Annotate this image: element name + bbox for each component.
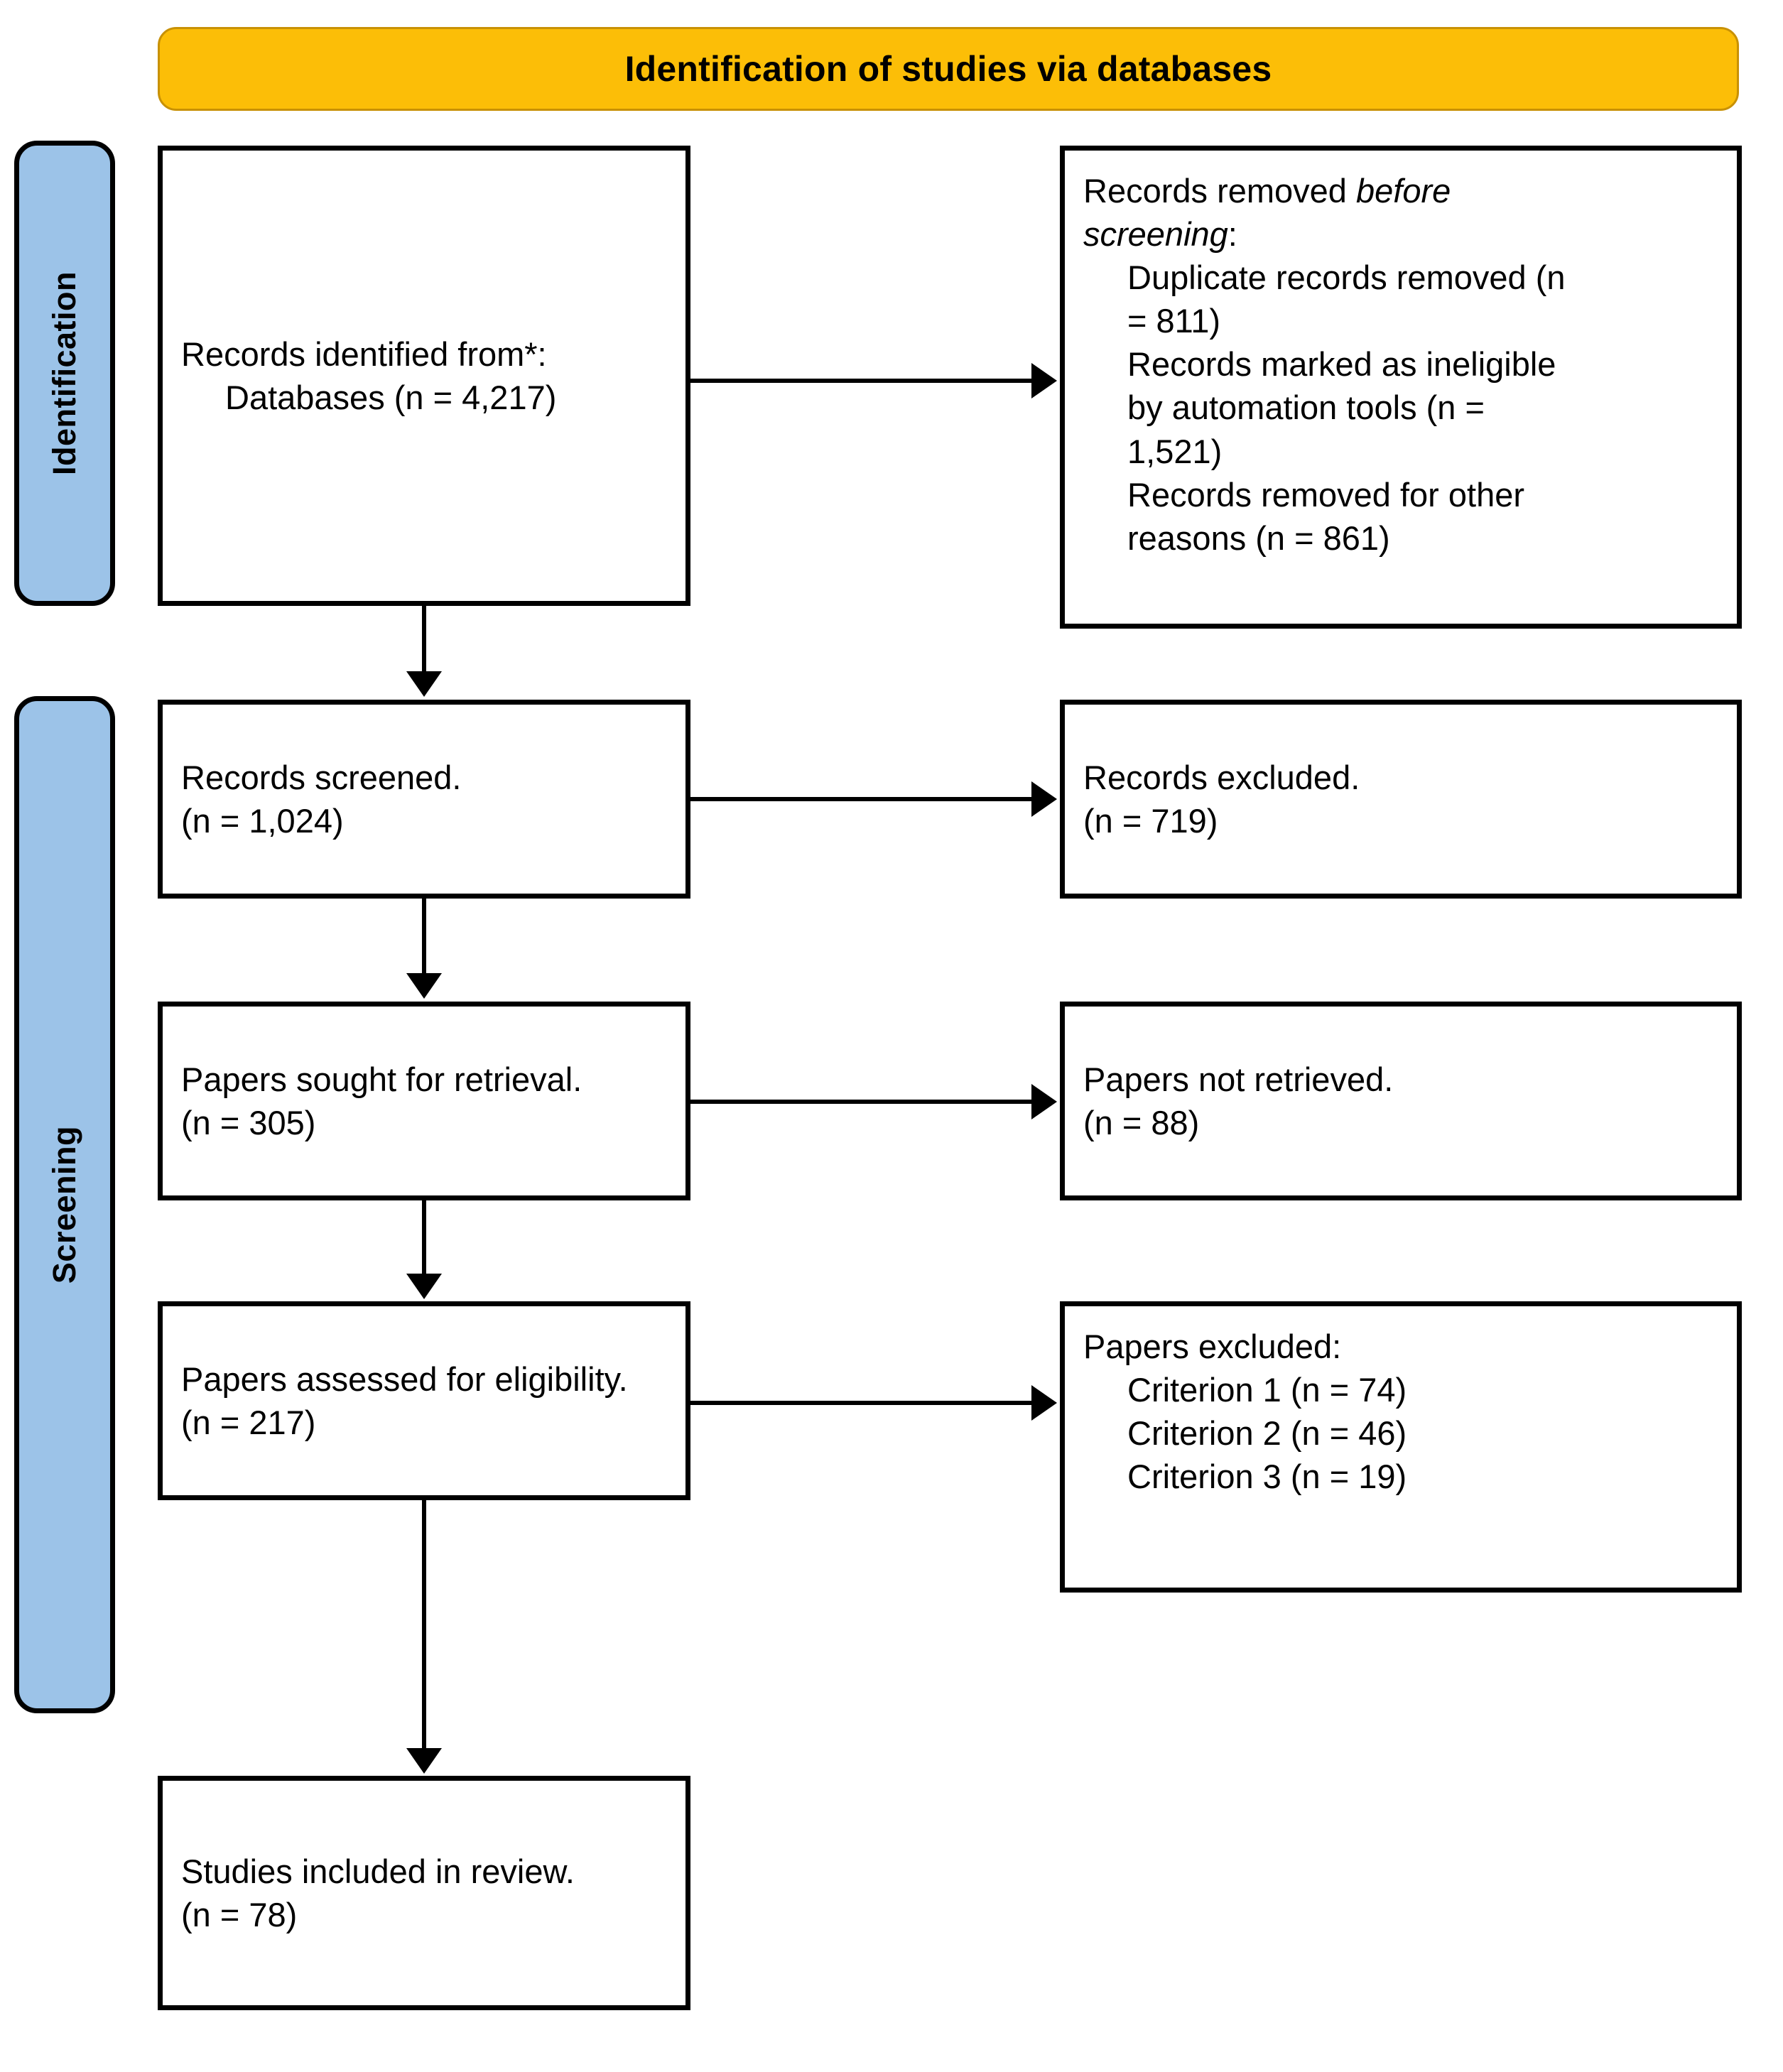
- box-papers-excluded: Papers excluded: Criterion 1 (n = 74) Cr…: [1060, 1301, 1742, 1593]
- diagram-header-banner: Identification of studies via databases: [158, 27, 1739, 111]
- box-records-identified: Records identified from*: Databases (n =…: [158, 146, 690, 606]
- papers-assessed-count: (n = 217): [181, 1404, 316, 1441]
- papers-assessed-label: Papers assessed for eligibility.: [181, 1360, 628, 1398]
- arrow-head-right-icon: [1031, 781, 1057, 817]
- arrow-shaft-icon: [422, 899, 426, 975]
- arrow-shaft-icon: [422, 1500, 426, 1750]
- box-studies-included-in-review: Studies included in review. (n = 78): [158, 1776, 690, 2010]
- arrow-head-down-icon: [406, 973, 442, 999]
- diagram-title: Identification of studies via databases: [624, 48, 1272, 89]
- records-removed-heading-emphasis-before: before: [1356, 172, 1451, 210]
- records-removed-item-3-line-1: Records removed for other: [1127, 475, 1525, 514]
- records-removed-heading-line-2: screening:: [1083, 212, 1718, 256]
- records-removed-item-1-line-1: Duplicate records removed (n: [1127, 259, 1566, 297]
- arrow-shaft-icon: [690, 1401, 1033, 1405]
- papers-excluded-heading: Papers excluded:: [1083, 1328, 1342, 1365]
- box-records-screened: Records screened. (n = 1,024): [158, 700, 690, 899]
- records-excluded-label: Records excluded.: [1083, 758, 1360, 796]
- box-records-removed-before-screening: Records removed before screening: Duplic…: [1060, 146, 1742, 629]
- arrow-head-down-icon: [406, 1274, 442, 1299]
- stage-label-identification: Identification: [46, 271, 82, 475]
- records-excluded-count: (n = 719): [1083, 802, 1218, 840]
- papers-excluded-criterion-2: Criterion 2 (n = 46): [1127, 1414, 1407, 1453]
- arrow-head-right-icon: [1031, 1084, 1057, 1119]
- arrow-head-down-icon: [406, 671, 442, 697]
- papers-not-retrieved-label: Papers not retrieved.: [1083, 1060, 1394, 1098]
- stage-rail-screening: Screening: [14, 696, 115, 1713]
- records-removed-item-2-line-3: 1,521): [1127, 432, 1223, 470]
- records-removed-item-2-line-2: by automation tools (n =: [1127, 389, 1485, 427]
- records-removed-heading-emphasis-screening: screening: [1083, 215, 1228, 254]
- stage-rail-identification: Identification: [14, 141, 115, 606]
- records-removed-item-1-line-2: = 811): [1127, 302, 1221, 340]
- studies-included-count: (n = 78): [181, 1896, 298, 1933]
- arrow-shaft-icon: [422, 606, 426, 674]
- arrow-head-right-icon: [1031, 363, 1057, 398]
- records-removed-heading-colon: :: [1227, 215, 1237, 254]
- arrow-head-down-icon: [406, 1748, 442, 1774]
- papers-sought-count: (n = 305): [181, 1104, 316, 1141]
- box-papers-assessed-for-eligibility: Papers assessed for eligibility. (n = 21…: [158, 1301, 690, 1500]
- papers-excluded-criterion-1: Criterion 1 (n = 74): [1127, 1371, 1407, 1409]
- records-removed-item-2-line-1: Records marked as ineligible: [1127, 345, 1556, 384]
- stage-label-screening: Screening: [46, 1125, 82, 1284]
- box-records-excluded: Records excluded. (n = 719): [1060, 700, 1742, 899]
- arrow-shaft-icon: [690, 1100, 1033, 1104]
- records-screened-count: (n = 1,024): [181, 802, 344, 840]
- records-removed-heading-line-1: Records removed before: [1083, 169, 1718, 212]
- studies-included-label: Studies included in review.: [181, 1852, 575, 1890]
- box-papers-not-retrieved: Papers not retrieved. (n = 88): [1060, 1002, 1742, 1200]
- papers-not-retrieved-count: (n = 88): [1083, 1104, 1200, 1141]
- arrow-shaft-icon: [422, 1200, 426, 1276]
- records-screened-label: Records screened.: [181, 758, 462, 796]
- box-papers-sought-for-retrieval: Papers sought for retrieval. (n = 305): [158, 1002, 690, 1200]
- arrow-head-right-icon: [1031, 1385, 1057, 1421]
- arrow-shaft-icon: [690, 379, 1033, 383]
- records-identified-line-1: Records identified from*:: [181, 335, 547, 373]
- papers-excluded-criterion-3: Criterion 3 (n = 19): [1127, 1458, 1407, 1496]
- records-identified-line-2: Databases (n = 4,217): [225, 379, 557, 416]
- records-removed-heading-text: Records removed: [1083, 172, 1356, 210]
- arrow-shaft-icon: [690, 797, 1033, 801]
- papers-sought-label: Papers sought for retrieval.: [181, 1060, 582, 1098]
- records-removed-item-3-line-2: reasons (n = 861): [1127, 519, 1390, 557]
